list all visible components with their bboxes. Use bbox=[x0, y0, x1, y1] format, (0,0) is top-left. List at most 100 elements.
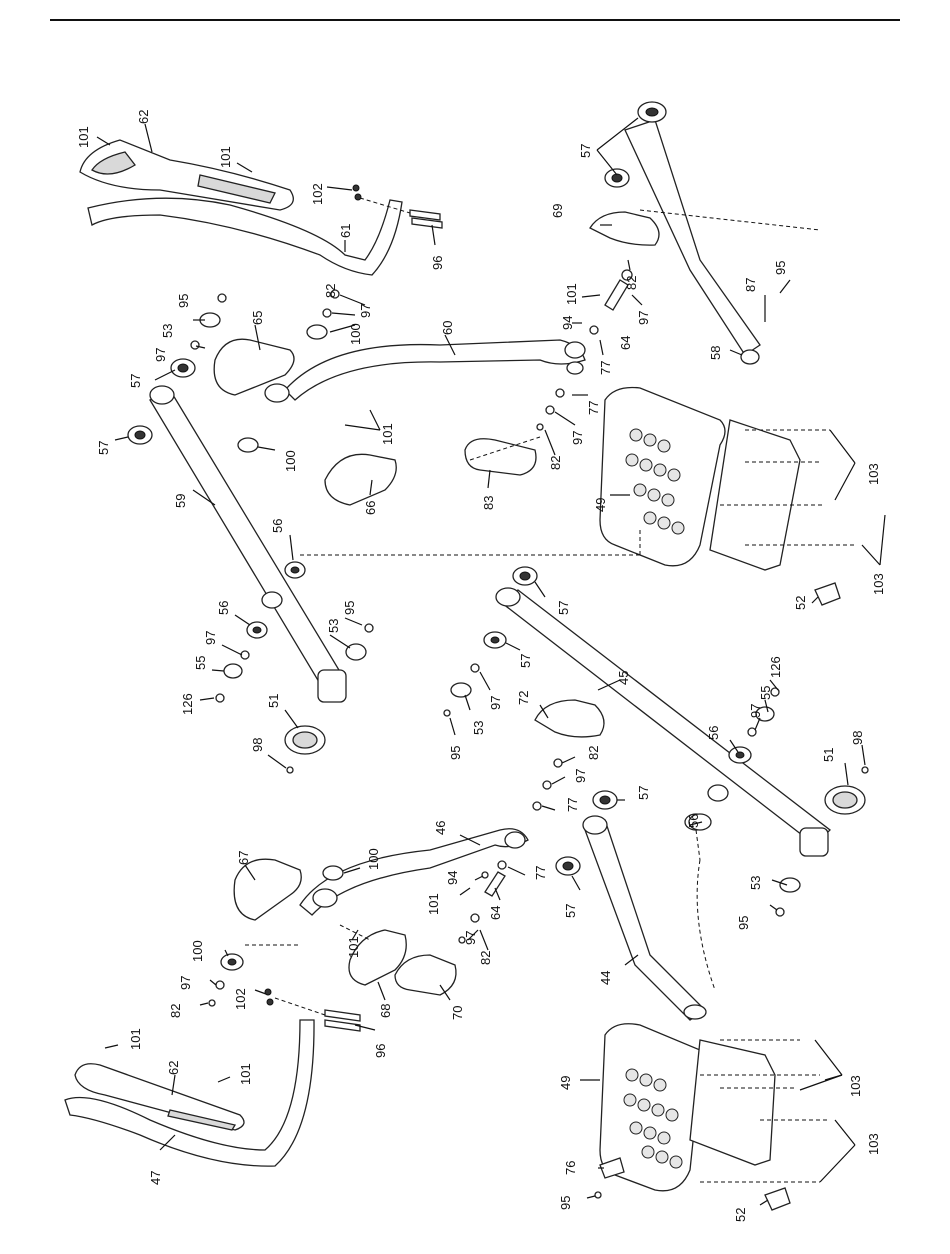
label-126: 126 bbox=[180, 693, 195, 715]
label-101: 101 bbox=[426, 893, 441, 915]
arm-60 bbox=[284, 339, 586, 401]
shroud-65 bbox=[213, 338, 295, 396]
rail-45 bbox=[495, 587, 831, 857]
label-77: 77 bbox=[586, 401, 601, 415]
part-labels: 101 62 101 102 61 96 69 57 82 101 94 97 … bbox=[76, 110, 886, 1222]
label-100: 100 bbox=[366, 848, 381, 870]
leader-lines bbox=[96, 117, 886, 1206]
label-97: 97 bbox=[153, 348, 168, 362]
label-100: 100 bbox=[348, 323, 363, 345]
label-45: 45 bbox=[616, 671, 631, 685]
label-44: 44 bbox=[598, 971, 613, 985]
label-56: 56 bbox=[216, 601, 231, 615]
label-57: 57 bbox=[636, 786, 651, 800]
label-101: 101 bbox=[238, 1063, 253, 1085]
rail-59 bbox=[149, 385, 347, 703]
shroud-68 bbox=[348, 929, 407, 986]
label-77: 77 bbox=[598, 361, 613, 375]
label-101: 101 bbox=[346, 936, 361, 958]
wheel-51-lower bbox=[824, 785, 866, 815]
label-52: 52 bbox=[793, 596, 808, 610]
label-51: 51 bbox=[266, 694, 281, 708]
label-56: 56 bbox=[270, 519, 285, 533]
label-57: 57 bbox=[128, 374, 143, 388]
label-82: 82 bbox=[624, 276, 639, 290]
label-96: 96 bbox=[373, 1044, 388, 1058]
label-94: 94 bbox=[560, 316, 575, 330]
label-83: 83 bbox=[481, 496, 496, 510]
shroud-66 bbox=[324, 453, 397, 506]
label-103: 103 bbox=[866, 463, 881, 485]
bracket-52-bottom bbox=[764, 1187, 791, 1211]
label-70: 70 bbox=[450, 1006, 465, 1020]
label-94: 94 bbox=[445, 871, 460, 885]
handle-bar-61 bbox=[87, 197, 403, 276]
handle-bar-47 bbox=[64, 1019, 315, 1167]
upright-44 bbox=[582, 815, 707, 1021]
label-52: 52 bbox=[733, 1208, 748, 1222]
label-76: 76 bbox=[563, 1161, 578, 1175]
shroud-70 bbox=[394, 954, 457, 996]
label-68: 68 bbox=[378, 1004, 393, 1018]
label-101: 101 bbox=[218, 146, 233, 168]
label-96: 96 bbox=[430, 256, 445, 270]
shroud-83 bbox=[464, 438, 537, 476]
label-101: 101 bbox=[564, 283, 579, 305]
label-98: 98 bbox=[250, 738, 265, 752]
handle-grip-62-lower bbox=[74, 1063, 245, 1131]
label-98: 98 bbox=[850, 731, 865, 745]
arm-46 bbox=[299, 828, 529, 916]
label-53: 53 bbox=[471, 721, 486, 735]
label-97: 97 bbox=[178, 976, 193, 990]
wheel-51-upper bbox=[284, 725, 326, 755]
label-58: 58 bbox=[708, 346, 723, 360]
label-95: 95 bbox=[736, 916, 751, 930]
label-82: 82 bbox=[478, 951, 493, 965]
pedal-49-top bbox=[599, 386, 801, 571]
label-64: 64 bbox=[618, 336, 633, 350]
label-49: 49 bbox=[558, 1076, 573, 1090]
label-55: 55 bbox=[193, 656, 208, 670]
label-62: 62 bbox=[136, 110, 151, 124]
label-77: 77 bbox=[565, 798, 580, 812]
label-95: 95 bbox=[448, 746, 463, 760]
label-62: 62 bbox=[166, 1061, 181, 1075]
cap-72 bbox=[534, 699, 605, 738]
label-97: 97 bbox=[636, 311, 651, 325]
bolts-96-top bbox=[409, 209, 443, 229]
label-103: 103 bbox=[866, 1133, 881, 1155]
label-103: 103 bbox=[848, 1075, 863, 1097]
handle-grip-62-top bbox=[79, 139, 294, 211]
label-65: 65 bbox=[250, 311, 265, 325]
pedal-49-bottom bbox=[599, 1023, 776, 1192]
label-47: 47 bbox=[148, 1171, 163, 1185]
label-55: 55 bbox=[758, 686, 773, 700]
label-100: 100 bbox=[283, 450, 298, 472]
label-101: 101 bbox=[76, 126, 91, 148]
cap-76 bbox=[599, 1157, 625, 1179]
label-95: 95 bbox=[558, 1196, 573, 1210]
label-49: 49 bbox=[593, 498, 608, 512]
label-97: 97 bbox=[570, 431, 585, 445]
label-56: 56 bbox=[686, 814, 701, 828]
label-97: 97 bbox=[203, 631, 218, 645]
label-60: 60 bbox=[440, 321, 455, 335]
label-67: 67 bbox=[236, 851, 251, 865]
label-77: 77 bbox=[533, 866, 548, 880]
label-72: 72 bbox=[516, 691, 531, 705]
label-97: 97 bbox=[463, 931, 478, 945]
label-126: 126 bbox=[768, 656, 783, 678]
label-100: 100 bbox=[190, 940, 205, 962]
label-64: 64 bbox=[488, 906, 503, 920]
label-102: 102 bbox=[233, 988, 248, 1010]
label-95: 95 bbox=[342, 601, 357, 615]
label-101: 101 bbox=[128, 1028, 143, 1050]
label-57: 57 bbox=[578, 144, 593, 158]
upright-58 bbox=[604, 101, 761, 365]
label-53: 53 bbox=[160, 324, 175, 338]
cap-69 bbox=[589, 211, 660, 246]
label-97: 97 bbox=[358, 304, 373, 318]
label-51: 51 bbox=[821, 748, 836, 762]
label-61: 61 bbox=[338, 224, 353, 238]
